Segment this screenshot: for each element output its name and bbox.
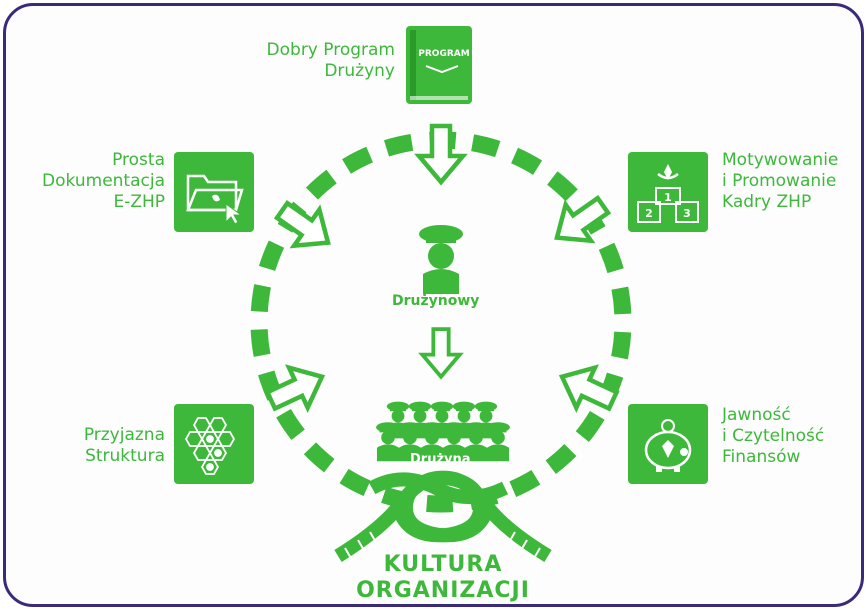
knot-rope-texture <box>344 531 541 561</box>
team-label: Drużyna <box>410 452 471 467</box>
svg-text:PROGRAM: PROGRAM <box>418 49 469 59</box>
arrow-lower-right <box>553 357 622 421</box>
honeycomb-icon <box>174 404 254 484</box>
podium-icon: 1 2 3 <box>628 152 708 232</box>
svg-text:3: 3 <box>683 207 691 220</box>
knot-icon <box>334 470 552 562</box>
leader-label: Drużynowy <box>392 293 480 309</box>
base-label-line2: ORGANIZACJI <box>356 578 530 603</box>
arrow-center <box>420 327 462 379</box>
svg-text:2: 2 <box>645 207 653 220</box>
base-label-line1: KULTURA <box>383 552 503 577</box>
piggy-bank-icon <box>628 404 708 484</box>
cycle-ring <box>250 131 632 513</box>
node-label-right-lower: Jawność i Czytelność Finansów <box>722 405 825 467</box>
node-label-right-upper: Motywowanie i Promowanie Kadry ZHP <box>722 150 839 212</box>
node-label-top: Dobry Program Drużyny <box>266 40 395 81</box>
arrow-top <box>419 126 463 182</box>
svg-text:1: 1 <box>664 191 672 204</box>
arrow-upper-right <box>544 187 615 255</box>
node-label-left-lower: Przyjazna Struktura <box>83 425 165 466</box>
arrow-lower-left <box>262 357 331 421</box>
folder-cursor-icon <box>174 152 254 232</box>
program-book-icon: PROGRAM <box>406 26 472 104</box>
leader-figure <box>419 225 463 294</box>
node-label-left-upper: Prosta Dokumentacja E-ZHP <box>42 150 165 212</box>
